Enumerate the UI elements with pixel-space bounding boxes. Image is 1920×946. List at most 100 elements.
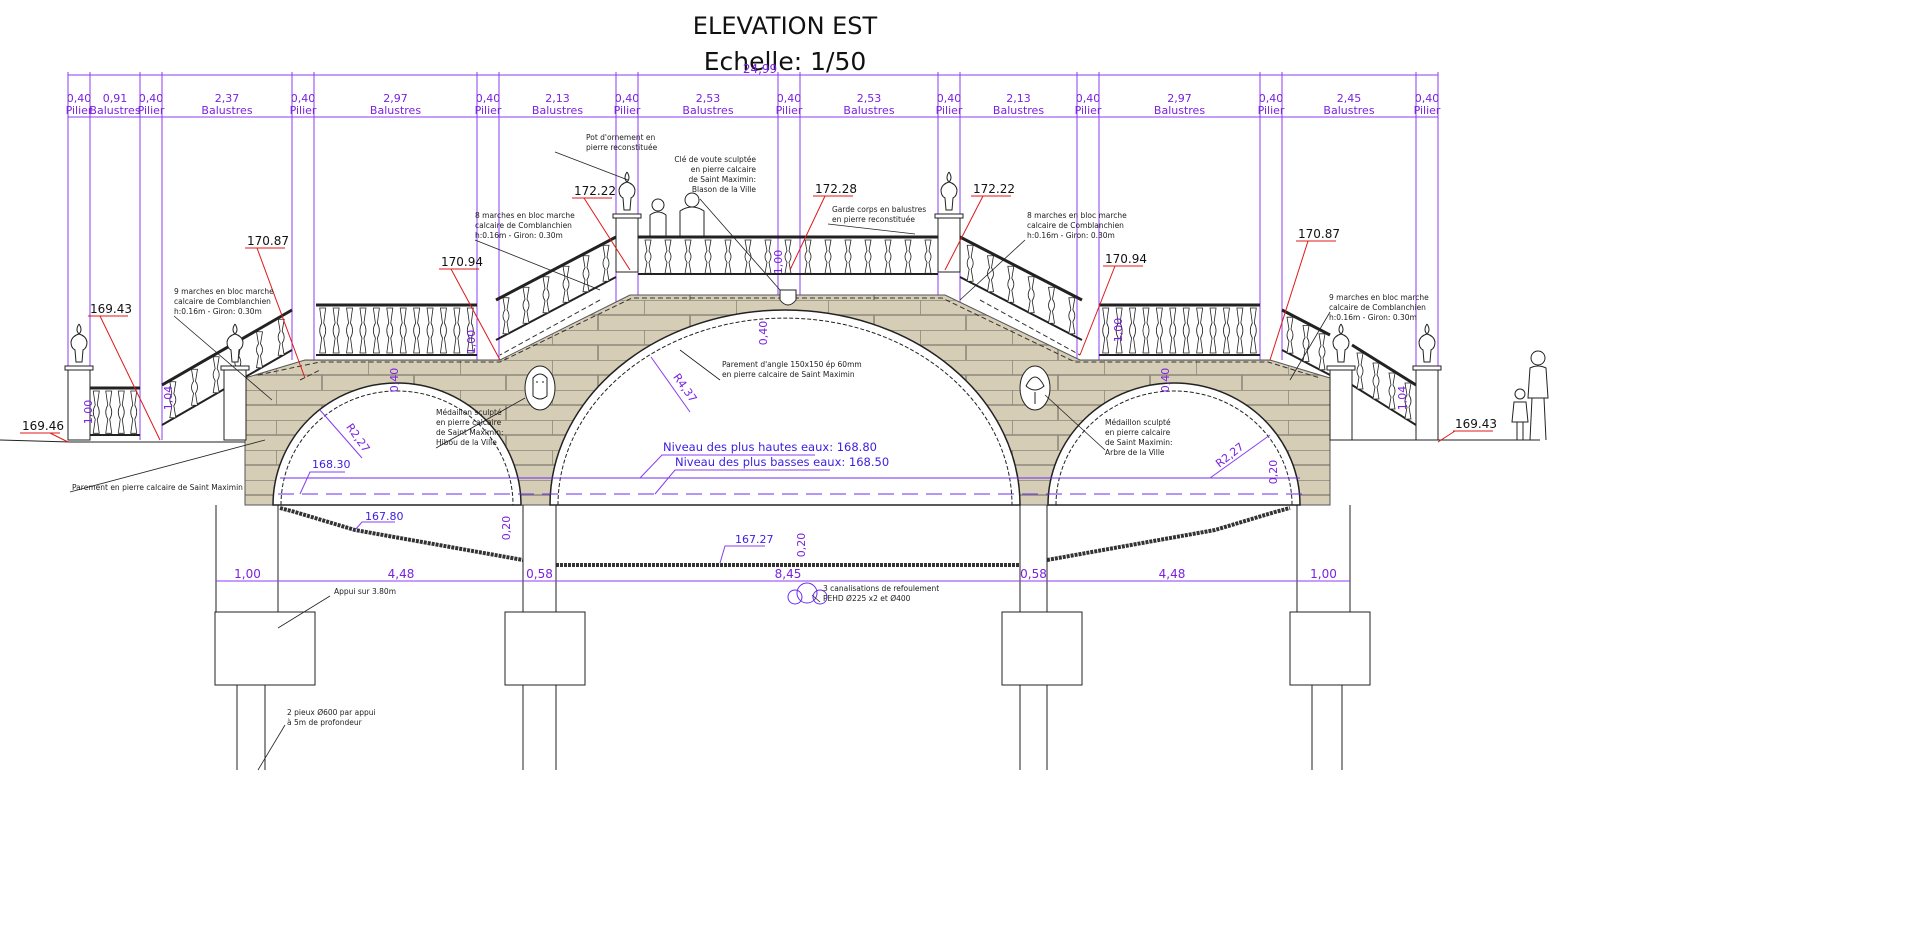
baluster: [399, 307, 407, 354]
drawing-title: ELEVATION EST: [693, 12, 878, 40]
top-dimension-label: Pilier: [614, 104, 641, 117]
baluster: [1182, 307, 1190, 354]
handrail: [495, 235, 617, 302]
person-figure-child: [1511, 388, 1529, 440]
baluster: [117, 390, 125, 434]
baluster: [1169, 307, 1177, 354]
bottom-dimension-value: 0,58: [1020, 567, 1047, 581]
level-marker: 172.22: [973, 182, 1015, 196]
baluster: [277, 318, 285, 356]
level-leader: [1079, 265, 1143, 356]
pipe-icon: [812, 589, 828, 605]
note-steps9-left: calcaire de Comblanchien: [174, 297, 271, 306]
top-dimension-label: Balustres: [1154, 104, 1205, 117]
ornament-urn-icon: [70, 323, 88, 363]
note-steps8-right: h:0.16m - Giron: 0.30m: [1027, 231, 1115, 240]
leader-line: [554, 151, 629, 181]
baluster: [359, 307, 367, 354]
baluster: [1318, 333, 1326, 371]
top-dimension-value: 0,40: [1076, 92, 1101, 105]
baluster: [904, 239, 912, 274]
low-water-label: Niveau des plus basses eaux: 168.50: [675, 455, 889, 469]
baluster: [804, 239, 812, 274]
handrail: [1281, 308, 1331, 337]
tree-medallion-icon: [1019, 365, 1051, 411]
base-rail: [1281, 349, 1331, 376]
level-leader: [1437, 430, 1493, 443]
top-dimension-label: Balustres: [201, 104, 252, 117]
baluster: [1209, 307, 1217, 354]
baluster: [1236, 307, 1244, 354]
baluster: [426, 307, 434, 354]
note-medallion-left: en pierre calcaire: [436, 418, 502, 427]
note-support: Appui sur 3.80m: [334, 587, 396, 596]
level-leader: [439, 268, 501, 361]
note-keystone: Clé de voute sculptée: [674, 155, 756, 164]
level-leader: [20, 432, 69, 443]
pipe-icon: [796, 582, 818, 604]
leader-line: [1289, 311, 1331, 381]
top-dimension-value: 0,40: [777, 92, 802, 105]
handrail: [161, 308, 293, 387]
top-dimension-label: Pilier: [138, 104, 165, 117]
level-marker: 170.94: [441, 255, 483, 269]
note-pot: Pot d'ornement en: [586, 133, 656, 142]
note-pipes: PEHD Ø225 x2 et Ø400: [823, 594, 911, 603]
top-dimension-value: 2,53: [696, 92, 721, 105]
baluster: [844, 239, 852, 274]
baluster: [1155, 307, 1163, 354]
baluster: [1249, 307, 1257, 354]
pier: [220, 323, 250, 441]
baluster: [386, 307, 394, 354]
baluster: [502, 297, 510, 335]
note-arch-facing: en pierre calcaire de Saint Maximin: [722, 370, 855, 379]
baluster: [602, 244, 610, 282]
dim-stair-left: 1,04: [162, 386, 175, 411]
pier: [64, 323, 94, 441]
baluster: [562, 265, 570, 303]
baluster: [413, 307, 421, 354]
note-medallion-right: Arbre de la Ville: [1105, 448, 1165, 457]
person-figure-adult: [1527, 350, 1549, 441]
baluster: [924, 239, 932, 274]
ground-line-left: [0, 439, 246, 443]
top-dimension-value: 0,40: [67, 92, 92, 105]
bottom-dimension-value: 0,58: [526, 567, 553, 581]
top-dimension-label: Balustres: [682, 104, 733, 117]
top-dimension-value: 0,40: [476, 92, 501, 105]
baluster: [522, 286, 530, 324]
note-pipes: 3 canalisations de refoulement: [823, 584, 939, 593]
leader-line: [679, 349, 721, 381]
top-dimension-chain: 0,40Pilier0,91Balustres0,40Pilier2,37Bal…: [66, 72, 1441, 440]
leader-line: [474, 239, 601, 291]
level-marker: 170.87: [1298, 227, 1340, 241]
dim-rail-left-low: 1,00: [82, 400, 95, 425]
note-steps8-right: calcaire de Comblanchien: [1027, 221, 1124, 230]
note-medallion-right: Médaillon sculpté: [1105, 418, 1171, 427]
handrail: [1351, 343, 1417, 387]
arch-left-facing: [280, 390, 514, 506]
baluster: [1302, 325, 1310, 362]
leader-line: [699, 198, 781, 291]
note-medallion-left: Médaillon sculpté: [436, 408, 502, 417]
note-railing: Garde corps en balustres: [832, 205, 926, 214]
note-steps8-left: 8 marches en bloc marche: [475, 211, 575, 220]
leader-line: [277, 595, 331, 629]
bottom-dimension-value: 8,45: [775, 567, 802, 581]
dim-arch-right-key: 0,40: [1159, 368, 1172, 393]
level-marker: 172.28: [815, 182, 857, 196]
top-dimension-label: Balustres: [1323, 104, 1374, 117]
baluster: [582, 255, 590, 293]
baluster: [704, 239, 712, 274]
baluster: [212, 356, 220, 394]
keystone-shield-icon: [779, 289, 797, 306]
top-dimension-value: 0,40: [1415, 92, 1440, 105]
baluster: [1286, 316, 1294, 354]
top-dimension-value: 2,97: [1167, 92, 1192, 105]
level-marker: 172.22: [574, 184, 616, 198]
top-dimension-value: 0,40: [1259, 92, 1284, 105]
baluster: [864, 239, 872, 274]
note-pot: pierre reconstituée: [586, 143, 658, 152]
riverbed-center-level: 167.27: [735, 533, 774, 546]
